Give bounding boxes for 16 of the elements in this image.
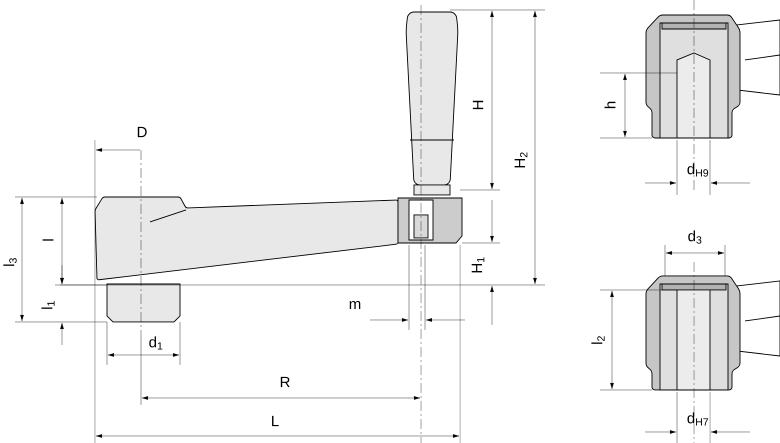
dimension-label: d$_{3}$ bbox=[688, 230, 702, 244]
dimension-label: m bbox=[350, 300, 360, 310]
dimension-label: l bbox=[42, 239, 54, 241]
dimension-label: D bbox=[138, 126, 147, 138]
dimension-label: L bbox=[272, 416, 279, 426]
dimension-label: H$_{2}$ bbox=[514, 152, 528, 168]
dimension-label: d$_{H7}$ bbox=[688, 412, 708, 426]
dimension-label: H bbox=[472, 100, 484, 110]
dimension-label: l$_{1}$ bbox=[41, 301, 55, 309]
dimension-label: l$_{2}$ bbox=[591, 336, 605, 344]
dimension-label: l$_{3}$ bbox=[3, 258, 17, 266]
dimension-label: d$_{1}$ bbox=[149, 336, 162, 350]
dimension-label: h bbox=[604, 102, 616, 108]
dimension-label: R bbox=[280, 376, 290, 388]
dimension-label: d$_{H9}$ bbox=[688, 163, 708, 177]
dimension-label: H$_{1}$ bbox=[472, 257, 484, 272]
